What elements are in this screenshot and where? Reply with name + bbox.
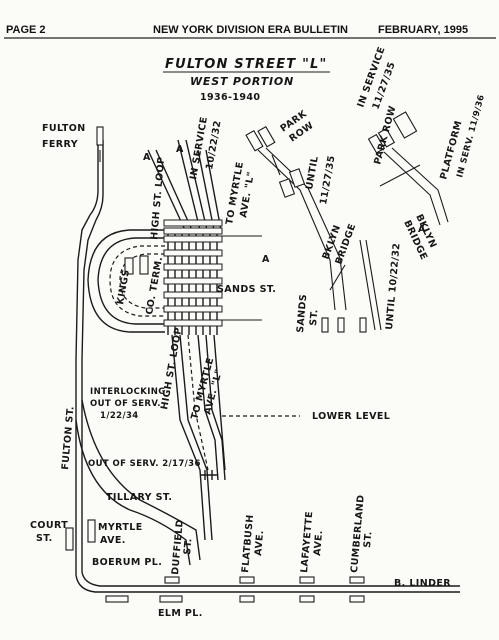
sands-st-small-label-1: SANDS <box>295 294 309 334</box>
duffield-label-2: ST. <box>182 538 194 556</box>
map-subtitle: WEST PORTION <box>190 75 294 88</box>
kings-label: KINGS <box>115 269 132 306</box>
elm-pl-label: ELM PL. <box>158 608 203 619</box>
track-a-label-2: A <box>176 144 184 155</box>
cumberland-label-2: ST. <box>362 531 374 549</box>
page-header: PAGE 2 NEW YORK DIVISION ERA BULLETIN FE… <box>0 0 499 40</box>
sands-st-small-platform-1 <box>321 317 329 333</box>
cumberland-platform <box>349 576 365 584</box>
lafayette-label-1: LAFAYETTE <box>299 511 315 574</box>
court-st-label-1: COURT <box>30 520 68 531</box>
tillary-st-label: TILLARY ST. <box>106 492 172 503</box>
myrtle-ave-label-2: AVE. <box>100 535 126 546</box>
track-a-label-4: A <box>262 254 270 265</box>
sands-st-station <box>163 219 262 335</box>
court-st-label-2: ST. <box>36 533 53 544</box>
flatbush-platform-2 <box>239 595 255 603</box>
fulton-st-label: FULTON ST. <box>60 406 77 471</box>
interlocking-label-2: OUT OF SERV. <box>90 399 161 409</box>
map-title: FULTON STREET "L" <box>165 57 328 72</box>
inset-park-row-until-1935 <box>245 125 382 333</box>
issue-date: FEBRUARY, 1995 <box>378 24 469 36</box>
kings-platform-1 <box>124 257 134 275</box>
interlocking-label-1: INTERLOCKING <box>90 387 166 397</box>
page-number: PAGE 2 <box>6 24 46 36</box>
myrtle-ave-label-1: MYRTLE <box>98 522 143 533</box>
track-a-label-1: A <box>143 152 151 163</box>
until-1932-platform <box>359 317 367 333</box>
b-linder-credit: B. LINDER <box>394 578 451 589</box>
lafayette-label-2: AVE. <box>312 530 325 557</box>
main-tracks <box>65 126 460 603</box>
boerum-pl-platform-2 <box>159 595 183 603</box>
fulton-ferry-label-2: FERRY <box>42 139 78 150</box>
flatbush-platform <box>239 576 255 584</box>
duffield-label-1: DUFFIELD <box>170 519 186 575</box>
sands-st-small-label-2: ST. <box>308 309 320 327</box>
sands-st-label: SANDS ST. <box>217 284 276 295</box>
flatbush-label-1: FLATBUSH <box>240 514 256 573</box>
court-st-platform <box>65 527 74 551</box>
out-of-serv-label: OUT OF SERV. 2/17/36 <box>88 459 201 469</box>
myrtle-ave-platform <box>87 519 96 543</box>
until-label-1: UNTIL <box>304 155 321 190</box>
lafayette-platform <box>299 576 315 584</box>
high-st-loop-lower-label: HIGH ST. LOOP <box>159 327 184 411</box>
fulton-ferry-label-1: FULTON <box>42 123 86 134</box>
lower-level-label: LOWER LEVEL <box>312 411 390 422</box>
until-label-2: 11/27/35 <box>318 155 337 206</box>
boerum-pl-label: BOERUM PL. <box>92 557 162 568</box>
track-a-label-3: A <box>418 224 426 235</box>
publication-title: NEW YORK DIVISION ERA BULLETIN <box>153 24 348 36</box>
inset-park-row-in-service-1935 <box>367 111 449 226</box>
cumberland-platform-2 <box>349 595 365 603</box>
interlocking-label-3: 1/22/34 <box>100 411 139 421</box>
flatbush-label-2: AVE. <box>253 530 266 557</box>
until-1932-label: UNTIL 10/22/32 <box>384 242 403 330</box>
lafayette-platform-2 <box>299 595 315 603</box>
map-years: 1936-1940 <box>200 92 260 103</box>
boerum-pl-platform-1 <box>105 595 129 603</box>
sands-st-small-platform-2 <box>337 317 345 333</box>
kings-platform-2 <box>139 255 149 275</box>
duffield-platform <box>164 576 180 584</box>
fulton-ferry-platform <box>96 126 104 146</box>
